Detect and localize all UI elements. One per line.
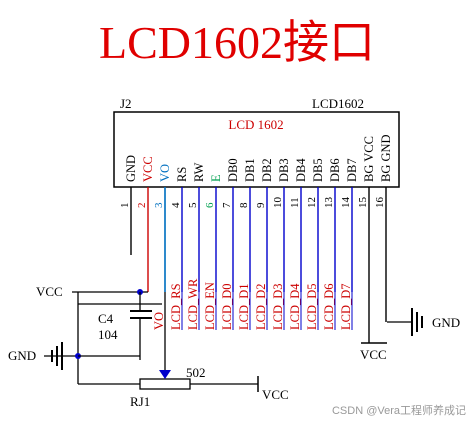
pin-number-8: 8 bbox=[238, 202, 250, 208]
pin-name-2: VCC bbox=[141, 156, 155, 182]
pin-name-13: DB6 bbox=[328, 158, 342, 182]
net-label-11: LCD_D4 bbox=[288, 283, 302, 330]
pin-number-5: 5 bbox=[187, 202, 199, 208]
vcc-label-rj1: VCC bbox=[262, 387, 289, 402]
net-label-10: LCD_D3 bbox=[271, 283, 285, 330]
rj1-value: 502 bbox=[186, 365, 206, 380]
pin-group: GND1VCC2VO3VORS4LCD_RSRW5LCD_WRE6LCD_END… bbox=[119, 134, 393, 343]
pin-name-14: DB7 bbox=[345, 158, 359, 182]
pin-number-3: 3 bbox=[153, 202, 165, 208]
rj1-wiper-arrow bbox=[159, 370, 171, 379]
pin-name-1: GND bbox=[124, 155, 138, 182]
gnd-left-symbol bbox=[51, 342, 63, 370]
pin-number-12: 12 bbox=[306, 197, 318, 208]
lcd-connector-body bbox=[113, 111, 400, 188]
pin-name-5: RW bbox=[192, 162, 206, 182]
pin-name-6: E bbox=[209, 174, 223, 182]
component-inner-label: LCD 1602 bbox=[228, 117, 283, 132]
pin-name-3: VO bbox=[158, 164, 172, 182]
rj1-body bbox=[139, 378, 191, 390]
pin-name-8: DB1 bbox=[243, 158, 257, 182]
pin-number-11: 11 bbox=[289, 197, 301, 208]
pin-number-6: 6 bbox=[204, 202, 216, 208]
pin-name-7: DB0 bbox=[226, 158, 240, 182]
net-label-4: LCD_RS bbox=[169, 283, 183, 330]
c4-value: 104 bbox=[98, 327, 118, 342]
rj1-ref: RJ1 bbox=[130, 394, 150, 409]
net-label-7: LCD_D0 bbox=[220, 283, 234, 330]
component-ref: J2 bbox=[120, 96, 132, 111]
pin-name-11: DB4 bbox=[294, 158, 308, 182]
pin-number-15: 15 bbox=[357, 197, 369, 209]
csdn-watermark: CSDN @Vera工程师养成记 bbox=[332, 403, 466, 417]
pin-name-15: BG VCC bbox=[362, 136, 376, 182]
pin-number-1: 1 bbox=[119, 203, 131, 209]
pin-number-14: 14 bbox=[340, 197, 352, 209]
net-label-9: LCD_D2 bbox=[254, 283, 268, 330]
net-label-8: LCD_D1 bbox=[237, 283, 251, 330]
component-value: LCD1602 bbox=[312, 96, 364, 111]
gnd-label-right: GND bbox=[432, 315, 460, 330]
pin-number-9: 9 bbox=[255, 202, 267, 208]
pin-number-10: 10 bbox=[272, 197, 284, 209]
pin-name-9: DB2 bbox=[260, 158, 274, 182]
pin-name-10: DB3 bbox=[277, 158, 291, 182]
pin-number-13: 13 bbox=[323, 197, 335, 209]
net-label-14: LCD_D7 bbox=[339, 283, 353, 330]
net-label-13: LCD_D6 bbox=[322, 283, 336, 330]
pin-name-16: BG GND bbox=[379, 134, 393, 182]
pin-number-4: 4 bbox=[170, 202, 182, 208]
c4-ref: C4 bbox=[98, 311, 114, 326]
vcc-label-bottom: VCC bbox=[360, 347, 387, 362]
pin-number-16: 16 bbox=[374, 197, 386, 209]
schematic-title: LCD1602接口 bbox=[99, 17, 375, 68]
gnd-label-left: GND bbox=[8, 348, 36, 363]
pin-number-2: 2 bbox=[136, 203, 148, 209]
net-label-6: LCD_EN bbox=[203, 282, 217, 330]
pin-name-12: DB5 bbox=[311, 158, 325, 182]
net-label-5: LCD_WR bbox=[186, 278, 200, 330]
pin-name-4: RS bbox=[175, 167, 189, 182]
net-label-12: LCD_D5 bbox=[305, 283, 319, 330]
gnd-right-symbol bbox=[411, 308, 423, 336]
pin-number-7: 7 bbox=[221, 202, 233, 208]
vcc-label-left: VCC bbox=[36, 284, 63, 299]
net-label-3: VO bbox=[152, 312, 166, 330]
